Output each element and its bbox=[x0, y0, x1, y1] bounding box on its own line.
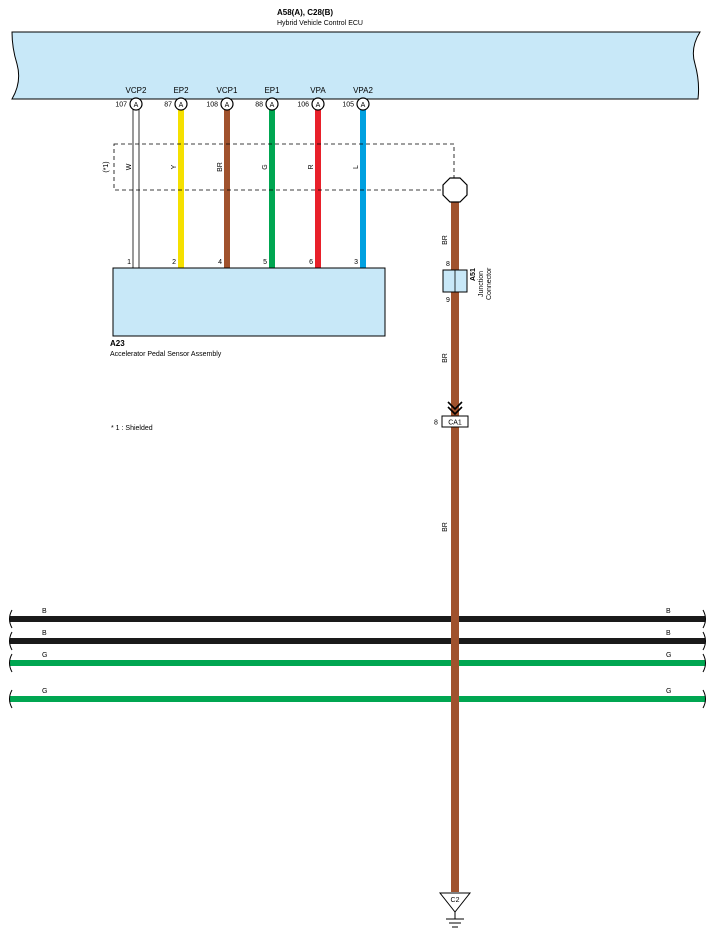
bus-label-left-3: G bbox=[42, 652, 47, 659]
wire-color-code-ep2: Y bbox=[171, 164, 178, 169]
shield-mark: (*1) bbox=[103, 161, 110, 172]
wire-color-code-vcp1: BR bbox=[217, 162, 224, 172]
ecu-terminal-ep2: EP2 bbox=[173, 86, 189, 95]
ecu-connector-vcp1 bbox=[220, 97, 234, 111]
ca1-chevron-icon bbox=[447, 401, 463, 416]
bus-label-left-2: B bbox=[42, 630, 47, 637]
drop-wire-label-middle: BR bbox=[442, 353, 449, 363]
sensor-pin-vcp1: 4 bbox=[218, 259, 222, 266]
bus-break-left-1 bbox=[9, 609, 13, 629]
bus-break-right-4 bbox=[702, 689, 706, 709]
ecu-connector-vcp2 bbox=[129, 97, 143, 111]
sensor-pin-ep1: 5 bbox=[263, 259, 267, 266]
drop-wire-label-lower: BR bbox=[442, 522, 449, 532]
bus-label-left-1: B bbox=[42, 608, 47, 615]
junction-pin-top: 8 bbox=[446, 261, 450, 268]
ecu-name: Hybrid Vehicle Control ECU bbox=[277, 20, 363, 27]
ca1-pin: 8 bbox=[434, 420, 438, 427]
bus-label-right-1: B bbox=[666, 608, 671, 615]
bus-label-right-4: G bbox=[666, 688, 671, 695]
bus-break-left-4 bbox=[9, 689, 13, 709]
ecu-terminal-vcp1: VCP1 bbox=[217, 86, 238, 95]
shield-box bbox=[113, 143, 455, 191]
ecu-connector-letter-ep2: A bbox=[179, 102, 184, 109]
sensor-pin-ep2: 2 bbox=[172, 259, 176, 266]
footnote: * 1 : Shielded bbox=[111, 425, 153, 432]
sensor-pin-vpa: 6 bbox=[309, 259, 313, 266]
ecu-code: A58(A), C28(B) bbox=[277, 8, 333, 17]
junction-code: A51 bbox=[470, 268, 477, 281]
ecu-terminal-ep1: EP1 bbox=[264, 86, 280, 95]
junction-name-line2: Connector bbox=[486, 267, 493, 300]
shield-ground-octagon bbox=[442, 177, 468, 203]
ground-triangle-icon bbox=[438, 892, 472, 913]
ecu-connector-letter-vpa: A bbox=[316, 102, 321, 109]
ecu-pin-vpa2: 105 bbox=[342, 102, 354, 109]
junction-pin-bottom: 9 bbox=[446, 297, 450, 304]
bus-label-right-3: G bbox=[666, 652, 671, 659]
ecu-pin-ep2: 87 bbox=[164, 102, 172, 109]
ecu-connector-letter-vcp2: A bbox=[134, 102, 139, 109]
ecu-terminal-vcp2: VCP2 bbox=[126, 86, 147, 95]
bus-break-right-1 bbox=[702, 609, 706, 629]
ecu-pin-vcp2: 107 bbox=[115, 102, 127, 109]
ecu-wire-group: VCP2107AW1VCP2EP287AY2EPA2VCP1108ABR4VCP… bbox=[115, 86, 454, 281]
ecu-pin-ep1: 88 bbox=[255, 102, 263, 109]
ecu-connector-vpa bbox=[311, 97, 325, 111]
ecu-pin-vpa: 106 bbox=[297, 102, 309, 109]
drop-wire-label-upper: BR bbox=[442, 235, 449, 245]
sensor-name: Accelerator Pedal Sensor Assembly bbox=[110, 351, 222, 358]
wire-color-code-vpa2: L bbox=[353, 165, 360, 169]
bus-break-right-2 bbox=[702, 631, 706, 651]
sensor-code: A23 bbox=[110, 339, 125, 348]
ecu-connector-letter-vpa2: A bbox=[361, 102, 366, 109]
ecu-connector-vpa2 bbox=[356, 97, 370, 111]
sensor-pin-vpa2: 3 bbox=[354, 259, 358, 266]
ecu-connector-ep1 bbox=[265, 97, 279, 111]
bus-break-left-3 bbox=[9, 653, 13, 673]
junction-name-line1: Junction bbox=[478, 271, 485, 297]
ca1-label: CA1 bbox=[448, 420, 462, 427]
ground-label: C2 bbox=[451, 897, 460, 904]
bus-break-left-2 bbox=[9, 631, 13, 651]
ecu-connector-letter-ep1: A bbox=[270, 102, 275, 109]
bus-break-right-3 bbox=[702, 653, 706, 673]
ecu-terminal-vpa: VPA bbox=[310, 86, 326, 95]
ecu-connector-letter-vcp1: A bbox=[225, 102, 230, 109]
ecu-connector-ep2 bbox=[174, 97, 188, 111]
ca1-connector-box bbox=[441, 415, 469, 428]
ecu-pin-vcp1: 108 bbox=[206, 102, 218, 109]
wire-color-code-vpa: R bbox=[308, 164, 315, 169]
ecu-terminal-vpa2: VPA2 bbox=[353, 86, 373, 95]
bus-label-left-4: G bbox=[42, 688, 47, 695]
ecu-box bbox=[11, 31, 701, 100]
sensor-pin-vcp2: 1 bbox=[127, 259, 131, 266]
wire-color-code-vcp2: W bbox=[126, 163, 133, 170]
bus-line-group: B B B B G G G G bbox=[9, 608, 706, 709]
bus-label-right-2: B bbox=[666, 630, 671, 637]
wire-color-code-ep1: G bbox=[262, 164, 269, 169]
sensor-box bbox=[112, 267, 386, 337]
